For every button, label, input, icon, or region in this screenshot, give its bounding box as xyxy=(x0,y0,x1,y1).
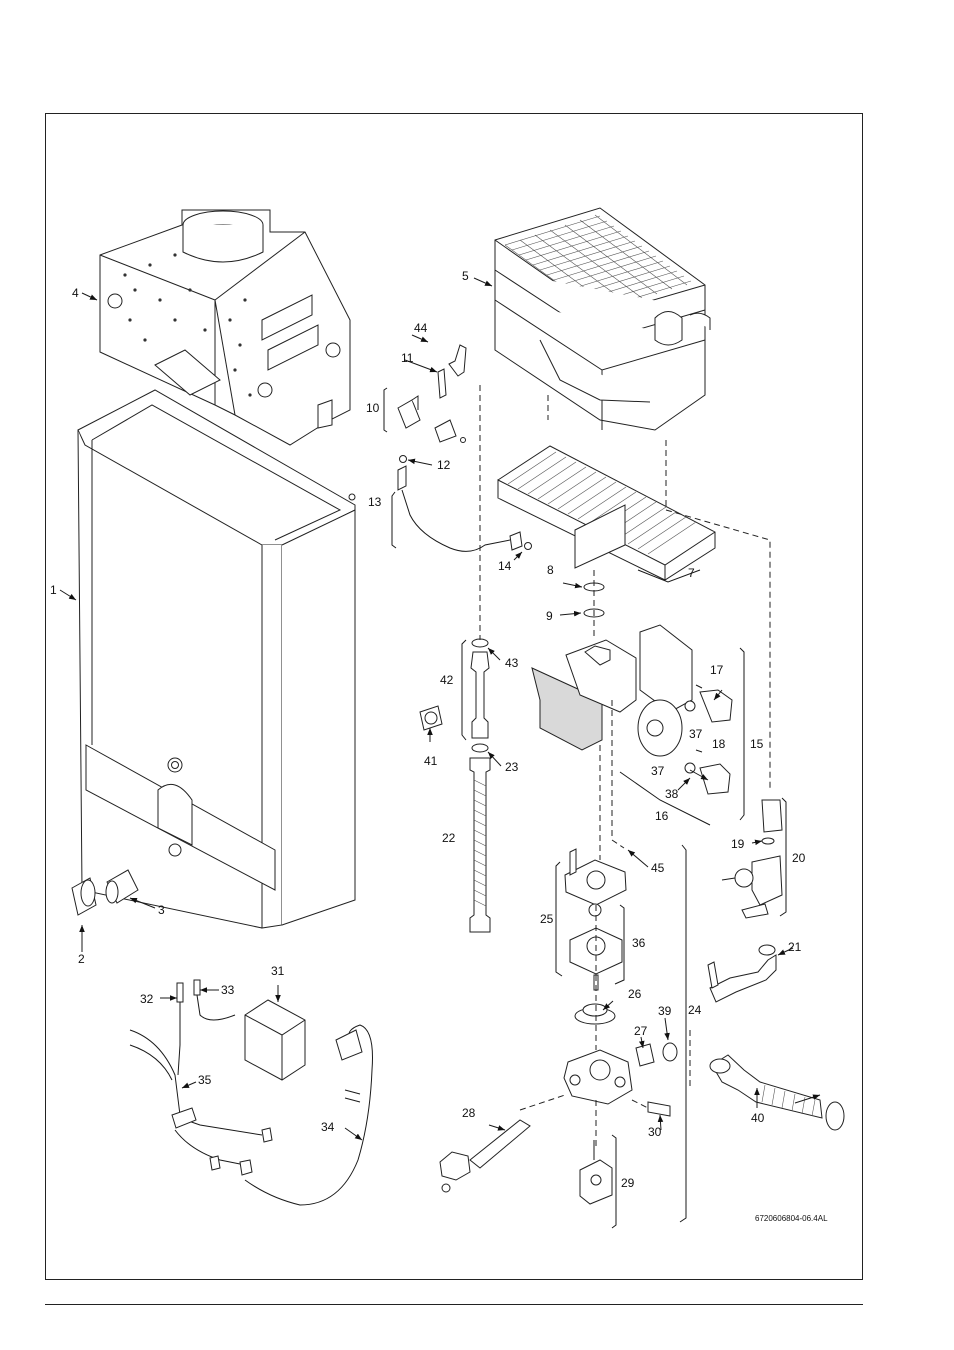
knob-part xyxy=(72,878,96,915)
callout-40: 40 xyxy=(751,1111,765,1125)
washer-part xyxy=(400,456,407,463)
callout-24: 24 xyxy=(688,1003,702,1017)
callout-45: 45 xyxy=(651,861,665,875)
callout-18: 18 xyxy=(712,737,726,751)
callout-33: 33 xyxy=(221,983,235,997)
water-valve-cover-part xyxy=(565,849,626,905)
callout-13: 13 xyxy=(368,495,382,509)
bypass-pipe-part xyxy=(708,945,776,1002)
pressure-sensor-part xyxy=(420,706,442,730)
callout-39: 39 xyxy=(658,1004,672,1018)
temperature-selector-part xyxy=(580,1140,612,1204)
callout-11: 11 xyxy=(401,351,414,365)
cable-32-part xyxy=(177,983,183,1075)
callout-23: 23 xyxy=(505,760,519,774)
callout-34: 34 xyxy=(321,1120,335,1134)
callout-31: 31 xyxy=(271,964,285,978)
callout-27: 27 xyxy=(634,1024,648,1038)
callout-36: 36 xyxy=(632,936,646,950)
flexible-hose-part xyxy=(710,1055,844,1130)
spindle-part xyxy=(440,1120,530,1192)
callout-8: 8 xyxy=(547,563,554,577)
callout-25: 25 xyxy=(540,912,554,926)
callout-16: 16 xyxy=(655,809,669,823)
valve-screw-part xyxy=(648,1102,670,1116)
callout-14: 14 xyxy=(498,559,512,573)
diaphragm-part xyxy=(575,1004,615,1024)
callout-2: 2 xyxy=(78,952,85,966)
callout-38: 38 xyxy=(665,787,679,801)
callout-37-lower: 37 xyxy=(651,764,665,778)
callout-44: 44 xyxy=(414,321,428,335)
flow-sensor-part xyxy=(722,800,782,918)
water-pipe-part xyxy=(470,639,490,932)
drawing-code: 6720606804-06.4AL xyxy=(755,1214,828,1223)
callout-42: 42 xyxy=(440,673,454,687)
callout-22: 22 xyxy=(442,831,456,845)
callout-41: 41 xyxy=(424,754,438,768)
callout-29: 29 xyxy=(621,1176,635,1190)
callout-35: 35 xyxy=(198,1073,212,1087)
callout-7: 7 xyxy=(688,566,695,580)
electrode-assembly-part xyxy=(398,396,466,443)
callout-19: 19 xyxy=(731,837,745,851)
callout-37-upper: 37 xyxy=(689,727,703,741)
filter-part xyxy=(636,1044,654,1066)
callout-1: 1 xyxy=(50,583,57,597)
callout-3: 3 xyxy=(158,903,165,917)
heat-exchanger-part xyxy=(495,208,710,430)
callout-5: 5 xyxy=(462,269,469,283)
control-unit-part xyxy=(245,1000,305,1080)
ignition-electrode-part xyxy=(438,345,466,398)
callout-32: 32 xyxy=(140,992,154,1006)
callout-43: 43 xyxy=(505,656,519,670)
callout-17: 17 xyxy=(710,663,724,677)
callout-10: 10 xyxy=(366,401,380,415)
callout-21: 21 xyxy=(788,940,802,954)
callout-30: 30 xyxy=(648,1125,662,1139)
washer-39-part xyxy=(663,1043,677,1061)
callout-15: 15 xyxy=(750,737,764,751)
callout-9: 9 xyxy=(546,609,553,623)
gas-valve-part xyxy=(532,625,732,794)
front-casing-part xyxy=(78,390,355,928)
callout-26: 26 xyxy=(628,987,642,1001)
callout-20: 20 xyxy=(792,851,806,865)
callout-28: 28 xyxy=(462,1106,476,1120)
callout-12: 12 xyxy=(437,458,451,472)
water-valve-body-part xyxy=(564,1050,632,1104)
callout-4: 4 xyxy=(72,286,79,300)
burner-part xyxy=(498,446,715,580)
